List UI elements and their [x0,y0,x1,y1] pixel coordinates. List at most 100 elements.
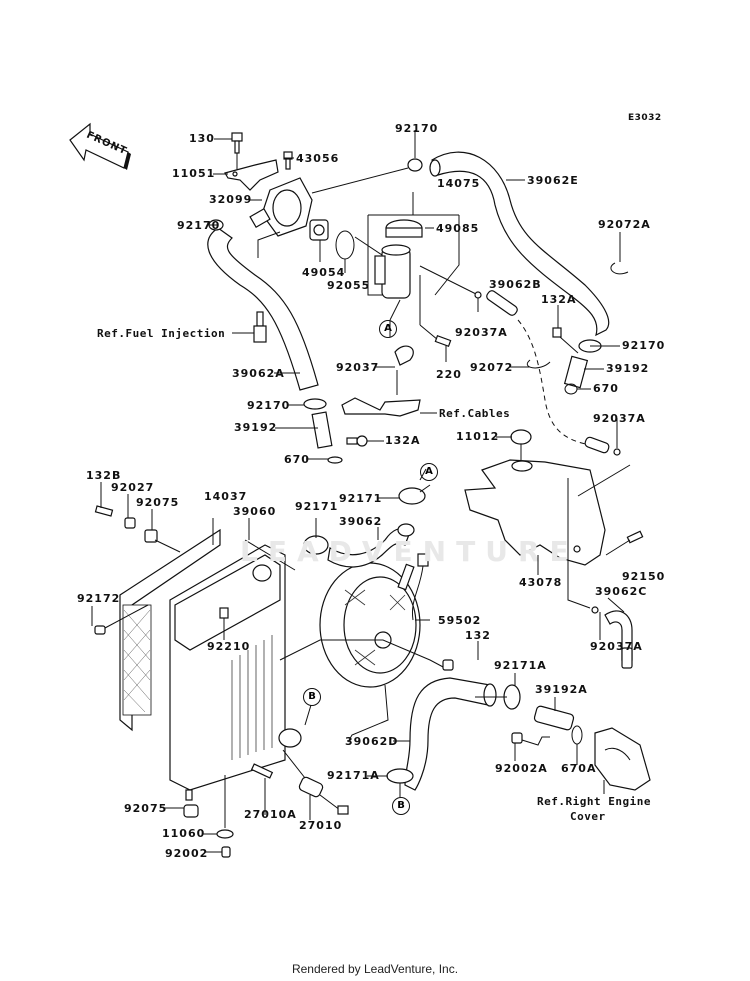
part-bolt-92150 [626,530,644,544]
part-label-32099[interactable]: 32099 [209,193,253,206]
part-label-92171a-b[interactable]: 92171A [327,769,380,782]
part-bolt-92002a [511,732,523,744]
part-fitting-39192-a [311,411,333,449]
part-label-43078[interactable]: 43078 [519,576,563,589]
part-clip-92037a-c [591,606,599,614]
part-cap-11012 [510,429,532,445]
part-hose-39062b [486,290,518,316]
part-fitting-39192a [533,705,575,731]
part-sensor-27010 [298,776,349,815]
part-fan-59502 [319,553,429,743]
ref-right-engine-cover-line2[interactable]: Cover [570,810,606,823]
part-label-59502[interactable]: 59502 [438,614,482,627]
part-bolt-43056 [283,151,293,170]
part-label-130[interactable]: 130 [189,132,215,145]
part-label-92150[interactable]: 92150 [622,570,666,583]
part-clamp-92170-d [578,339,602,353]
part-label-92170-a[interactable]: 92170 [177,219,221,232]
part-clip-92072a [610,262,629,275]
part-label-39062[interactable]: 39062 [339,515,383,528]
part-label-27010a[interactable]: 27010A [244,808,297,821]
part-cables-bracket [341,397,421,417]
part-grommet-92075-a [144,529,158,543]
part-label-132[interactable]: 132 [465,629,491,642]
part-label-92037a-a[interactable]: 92037A [455,326,508,339]
part-label-220[interactable]: 220 [436,368,462,381]
part-hose-39062a [207,227,319,391]
part-label-132a-b[interactable]: 132A [385,434,421,447]
part-label-39062c[interactable]: 39062C [595,585,648,598]
part-label-49054[interactable]: 49054 [302,266,346,279]
part-label-92027[interactable]: 92027 [111,481,155,494]
part-clip-92072 [527,359,551,369]
part-thermostat-49054 [309,219,329,241]
part-label-670a[interactable]: 670A [561,762,597,775]
part-label-39062b[interactable]: 39062B [489,278,542,291]
part-label-49085[interactable]: 49085 [436,222,480,235]
part-bolt-220 [434,335,452,347]
part-label-92075-b[interactable]: 92075 [124,802,168,815]
part-label-39062e[interactable]: 39062E [527,174,579,187]
part-label-92002a[interactable]: 92002A [495,762,548,775]
watermark-text: LEADVENTURE [240,535,579,568]
part-label-92037[interactable]: 92037 [336,361,380,374]
part-label-11012[interactable]: 11012 [456,430,500,443]
part-label-92075-a[interactable]: 92075 [136,496,180,509]
part-label-92172[interactable]: 92172 [77,592,121,605]
part-radiator-39060 [169,544,302,801]
part-label-92171-b[interactable]: 92171 [339,492,383,505]
part-label-92037a-b[interactable]: 92037A [593,412,646,425]
ref-fuel-injection[interactable]: Ref.Fuel Injection [97,327,226,340]
part-label-14075[interactable]: 14075 [437,177,481,190]
front-arrow-icon [69,122,131,170]
part-bolt-92002 [221,846,231,858]
part-label-92170-d[interactable]: 92170 [622,339,666,352]
part-label-92170-b[interactable]: 92170 [395,122,439,135]
part-shroud-14037 [119,528,221,732]
part-right-engine-cover [594,727,651,791]
callout-a-bottom: A [420,463,438,481]
part-label-92002[interactable]: 92002 [165,847,209,860]
part-label-43056[interactable]: 43056 [296,152,340,165]
part-tube-39062b-end [584,436,610,454]
part-oring-92055 [335,230,355,260]
part-label-92055[interactable]: 92055 [327,279,371,292]
part-label-11060[interactable]: 11060 [162,827,206,840]
part-bolt-132 [442,659,454,671]
part-label-39192-a[interactable]: 39192 [234,421,278,434]
part-label-670-a[interactable]: 670 [593,382,619,395]
part-bolt-130 [231,132,243,154]
part-label-92170-c[interactable]: 92170 [247,399,291,412]
part-label-27010[interactable]: 27010 [299,819,343,832]
part-label-132b[interactable]: 132B [86,469,122,482]
part-hose-39062d [404,677,491,791]
footer-credit: Rendered by LeadVenture, Inc. [291,962,459,976]
part-label-14037[interactable]: 14037 [204,490,248,503]
callout-a-top: A [379,320,397,338]
part-label-39192-b[interactable]: 39192 [606,362,650,375]
part-label-92171-a[interactable]: 92171 [295,500,339,513]
part-label-39060[interactable]: 39060 [233,505,277,518]
part-clamp-92037 [394,345,414,366]
part-sensor-27010a [250,763,274,779]
part-fitting-39192-b [563,355,589,389]
part-label-92037a-c[interactable]: 92037A [590,640,643,653]
part-label-670-b[interactable]: 670 [284,453,310,466]
part-label-92171a-a[interactable]: 92171A [494,659,547,672]
part-label-11051[interactable]: 11051 [172,167,216,180]
part-reservoir-tank-43078 [464,459,606,566]
part-label-92072a[interactable]: 92072A [598,218,651,231]
part-label-39062a[interactable]: 39062A [232,367,285,380]
part-hose-39062e [431,151,610,337]
part-label-132a-a[interactable]: 132A [541,293,577,306]
part-filler-neck [374,244,411,299]
part-sensor-fuel-injection [253,311,267,343]
part-label-39192a[interactable]: 39192A [535,683,588,696]
part-oring-670a [571,725,583,745]
part-label-39062d[interactable]: 39062D [345,735,399,748]
part-washer-11060 [216,829,234,839]
part-label-92210[interactable]: 92210 [207,640,251,653]
part-label-92072[interactable]: 92072 [470,361,514,374]
ref-right-engine-cover-line1[interactable]: Ref.Right Engine [537,795,651,808]
ref-cables[interactable]: Ref.Cables [439,407,511,420]
